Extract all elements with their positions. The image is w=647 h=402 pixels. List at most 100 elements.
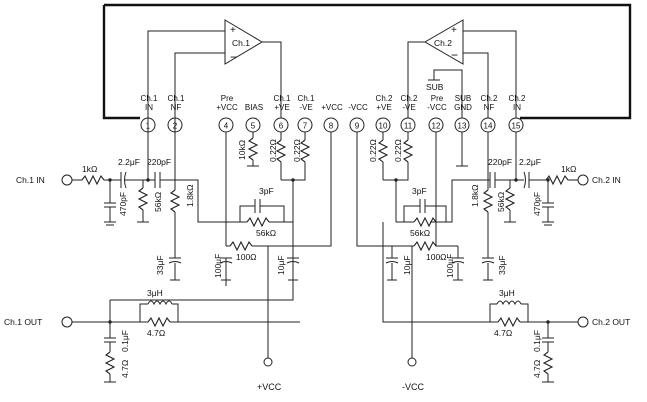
c-nf1-value: 220pF	[147, 157, 171, 167]
pos-supply-label: +VCC	[257, 382, 282, 392]
ic-pin-label-11: -VE	[402, 103, 415, 112]
c-fil1a-value: 100μF	[213, 254, 223, 278]
ic-pin-number-14: 14	[484, 122, 493, 131]
c-in-gnd2-value: 470pF	[532, 192, 542, 216]
ch2-amp-label: Ch.2	[434, 38, 452, 48]
ch2-input-network: Ch.2 IN 1kΩ 2.2μF 220pF 470pF 56kΩ 1.8kΩ	[430, 132, 621, 281]
c-fil2b-value: 10μF	[402, 255, 412, 275]
ic-pin-label-8: +VCC	[321, 103, 343, 112]
r-fb2-value: 56kΩ	[410, 228, 430, 238]
ic-pin-number-10: 10	[379, 122, 388, 131]
r-out1-value: 4.7Ω	[147, 328, 165, 338]
c-in-gnd1-value: 470pF	[118, 192, 128, 216]
ic-pin-label-6: +VE	[274, 103, 289, 112]
r-ve1b-value: 0.22Ω	[292, 139, 302, 162]
ch1-output-network: 0.22Ω 0.22Ω 56kΩ 3pF Ch.1 OUT 3μH 4.7Ω	[4, 132, 311, 383]
ic-pin-number-5: 5	[251, 122, 256, 131]
ic-pin-label-10: Ch.2	[376, 94, 393, 103]
ic-pin-label-12: -VCC	[427, 103, 447, 112]
ic-pin-label-9: -VCC	[348, 103, 368, 112]
r-ve2b-value: 0.22Ω	[393, 139, 403, 162]
l-out2-value: 3μH	[499, 288, 515, 298]
ic-pin-number-4: 4	[224, 122, 229, 131]
ic-pins: 1Ch.1IN2Ch.1NF4Pre+VCC5BIAS6Ch.1+VE7Ch.1…	[140, 94, 526, 133]
c-nf-gnd2-value: 33μF	[497, 255, 507, 275]
r-bias-value: 10kΩ	[237, 140, 247, 160]
ic-pin-label-6: Ch.1	[274, 94, 291, 103]
c-nf-gnd1-value: 33μF	[155, 255, 165, 275]
ic-pin-number-9: 9	[355, 122, 360, 131]
ch2-amplifier: + − Ch.2	[407, 19, 517, 118]
ch1-amplifier: + − Ch.1	[147, 19, 282, 118]
r-ve1a-value: 0.22Ω	[268, 139, 278, 162]
ch1-amp-label: Ch.1	[232, 38, 250, 48]
ic-pin-label-1: IN	[145, 103, 153, 112]
r-in2-value: 1kΩ	[561, 164, 576, 174]
ch2-supply-network: 100Ω 10μF 100μF -VCC	[356, 132, 468, 392]
ic-pin-number-6: 6	[279, 122, 284, 131]
ch2-out-label: Ch.2 OUT	[592, 317, 630, 327]
ch1-supply-network: 100Ω 10μF +VCC	[226, 132, 332, 392]
ic-pin-label-4: Pre	[221, 94, 234, 103]
r-nf1-value: 1.8kΩ	[185, 185, 195, 207]
ic-pin-label-5: BIAS	[245, 103, 263, 112]
r-ve2a-value: 0.22Ω	[368, 139, 378, 162]
ic-pin-number-15: 15	[512, 122, 521, 131]
c-fb1-value: 3pF	[259, 186, 274, 196]
r-fil1-value: 100Ω	[236, 252, 257, 262]
sub-connection: SUB	[426, 69, 463, 118]
svg-text:+: +	[451, 25, 457, 36]
ch2-output-network: 0.22Ω 0.22Ω 56kΩ 3pF Ch.2 OUT 3μH 4.7Ω	[368, 132, 630, 383]
c-fil2a-value: 100μF	[445, 254, 455, 278]
ic-pin-label-15: Ch.2	[509, 94, 526, 103]
ch1-out-label: Ch.1 OUT	[4, 317, 42, 327]
r-nf2-value: 1.8kΩ	[470, 185, 480, 207]
ic-pin-label-7: -VE	[299, 103, 312, 112]
ic-package-outline	[102, 3, 632, 120]
ic-pin-label-11: Ch.2	[401, 94, 418, 103]
r-out2-value: 4.7Ω	[494, 328, 512, 338]
ic-pin-label-1: Ch.1	[141, 94, 158, 103]
ic-pin-label-4: +VCC	[216, 103, 238, 112]
neg-supply-label: -VCC	[402, 382, 424, 392]
ic-pin-number-11: 11	[404, 122, 413, 131]
ch1-bias-network: 10kΩ 100μF	[213, 132, 259, 286]
ic-pin-number-12: 12	[432, 122, 441, 131]
ch1-input-network: Ch.1 IN 1kΩ 2.2μF 220pF 470pF 56kΩ 1.8kΩ	[16, 118, 235, 281]
ic-pin-label-2: Ch.1	[168, 94, 185, 103]
l-out1-value: 3μH	[147, 288, 163, 298]
svg-text:+: +	[230, 25, 236, 36]
c-in1-value: 2.2μF	[118, 157, 140, 167]
ic-pin-label-2: NF	[171, 103, 182, 112]
c-fil1b-value: 10μF	[276, 255, 286, 275]
c-zo2-value: 0.1μF	[532, 330, 542, 352]
c-fb2-value: 3pF	[412, 186, 427, 196]
svg-text:−: −	[451, 48, 458, 62]
r-zo1-value: 4.7Ω	[120, 360, 130, 378]
ic-pin-label-14: Ch.2	[481, 94, 498, 103]
c-zo1-value: 0.1μF	[120, 330, 130, 352]
c-in2-value: 2.2μF	[519, 157, 541, 167]
ch1-in-label: Ch.1 IN	[16, 175, 45, 185]
r-in-gnd2-value: 56kΩ	[496, 192, 506, 212]
svg-text:−: −	[230, 50, 237, 64]
ic-pin-label-12: Pre	[431, 94, 444, 103]
ic-pin-label-13: GND	[454, 103, 472, 112]
ic-pin-number-8: 8	[329, 122, 334, 131]
ic-pin-number-13: 13	[458, 122, 467, 131]
ic-pin-number-7: 7	[303, 122, 308, 131]
sub-label: SUB	[426, 82, 444, 92]
ic-pin-label-10: +VE	[376, 103, 391, 112]
r-in-gnd1-value: 56kΩ	[153, 192, 163, 212]
r-zo2-value: 4.7Ω	[532, 360, 542, 378]
r-in1-value: 1kΩ	[82, 164, 97, 174]
ic-pin-label-13: SUB	[455, 94, 471, 103]
c-nf2-value: 220pF	[488, 157, 512, 167]
ic-pin-label-15: IN	[513, 103, 521, 112]
ic-pin-label-7: Ch.1	[298, 94, 315, 103]
r-fb1-value: 56kΩ	[256, 228, 276, 238]
ic-pin-label-14: NF	[484, 103, 495, 112]
ch2-in-label: Ch.2 IN	[592, 175, 621, 185]
r-fil2-value: 100Ω	[426, 252, 447, 262]
